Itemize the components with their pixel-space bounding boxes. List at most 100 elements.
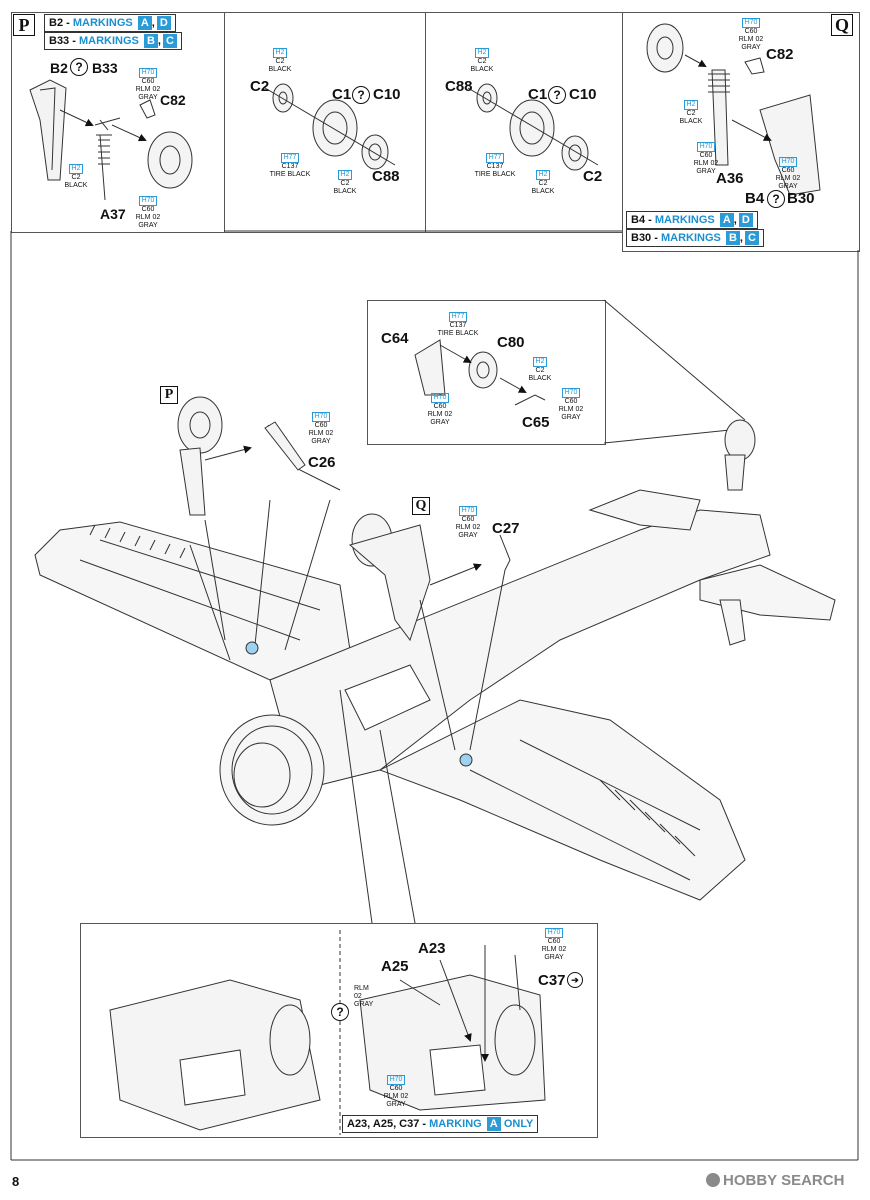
color-callout: H2 C2 BLACK (464, 48, 500, 74)
color-name: RLM 02 GRAY (775, 175, 801, 190)
h-code: H70 (138, 68, 158, 78)
h-code: H70 (138, 196, 158, 206)
h-code: H70 (741, 18, 761, 28)
footer-word: MARKING (429, 1118, 482, 1130)
part-c64: C64 (381, 330, 409, 347)
part-c65: C65 (522, 414, 550, 431)
color-name: RLM 02 GRAY (135, 86, 161, 101)
color-callout: H77 C137 TIRE BLACK (471, 153, 519, 179)
header-word: MARKINGS (78, 35, 139, 47)
page-number: 8 (12, 1174, 20, 1189)
c-code: C60 (141, 78, 155, 85)
color-callout: H70 C60 RLM 02 GRAY (536, 928, 572, 962)
color-callout: H70 C60 RLM 02 GRAY (770, 157, 806, 191)
header-prefix: B4 - (631, 214, 655, 226)
color-name: RLM 02 GRAY (383, 1093, 409, 1108)
question-icon: ? (70, 58, 88, 76)
color-name: RLM 02 GRAY (427, 411, 453, 426)
h-code: H77 (448, 312, 468, 322)
part-b33: B33 (92, 60, 118, 76)
part-c80: C80 (497, 334, 525, 351)
header-word: MARKINGS (654, 214, 715, 226)
marking-header-b2: B2 - MARKINGS A,D (44, 14, 176, 32)
color-callout: H77 C137 TIRE BLACK (266, 153, 314, 179)
color-callout: H70 C60 RLM 02 GRAY (450, 506, 486, 540)
tail-wheel-art (414, 339, 546, 406)
color-name: RLM 02 GRAY (455, 524, 481, 539)
aircraft-art (34, 489, 836, 901)
c-code: C60 (141, 206, 155, 213)
h-code: H70 (386, 1075, 406, 1085)
c-code: C137 (281, 163, 299, 170)
watermark: HOBBY SEARCH (706, 1172, 844, 1189)
part-c1: C1 (332, 86, 352, 103)
color-name: BLACK (333, 188, 357, 195)
color-name: RLM 02 GRAY (541, 946, 567, 961)
marking-box: D (738, 213, 753, 227)
c-code: C60 (564, 398, 578, 405)
c-code: C137 (486, 163, 504, 170)
c-code: C137 (449, 322, 467, 329)
part-b30: B30 (787, 190, 815, 207)
color-name: RLM 02 GRAY (558, 406, 584, 421)
color-callout: H70 C60 RLM 02 GRAY (733, 18, 769, 52)
c-code: C2 (686, 110, 696, 117)
color-name: BLACK (64, 182, 88, 189)
c-code: C2 (340, 180, 350, 187)
c-code: C2 (535, 367, 545, 374)
c-code: C2 (477, 58, 487, 65)
color-name-fragment: GRAY (354, 1001, 374, 1008)
q-strut-art (646, 23, 821, 196)
color-name: BLACK (470, 66, 494, 73)
part-a37: A37 (100, 206, 126, 222)
arrow-circle-icon: ➔ (567, 972, 583, 988)
part-c82: C82 (766, 46, 794, 63)
h-code: H70 (458, 506, 478, 516)
wheel-art-2 (467, 83, 599, 171)
h-code: H70 (311, 412, 331, 422)
c-code: C60 (547, 938, 561, 945)
color-callout: H70 C60 RLM 02 GRAY (688, 142, 724, 176)
h-code: H2 (535, 170, 551, 180)
c-code: C60 (744, 28, 758, 35)
color-name: RLM 02 GRAY (693, 160, 719, 175)
tag-q: Q (831, 14, 853, 36)
part-a25: A25 (381, 958, 409, 975)
color-name: TIRE BLACK (269, 171, 311, 178)
color-callout: H2 C2 BLACK (262, 48, 298, 74)
h-code: H77 (280, 153, 300, 163)
color-name: RLM 02 GRAY (135, 214, 161, 229)
color-name: TIRE BLACK (437, 330, 479, 337)
h-code: H2 (272, 48, 288, 58)
part-c10: C10 (569, 86, 597, 103)
h-code: H77 (485, 153, 505, 163)
watermark-logo-icon (706, 1173, 720, 1187)
footer-suffix: ONLY (503, 1118, 534, 1130)
marking-header-b33: B33 - MARKINGS B,C (44, 32, 182, 50)
watermark-text: HOBBY SEARCH (723, 1172, 845, 1189)
color-callout: H70 C60 RLM 02 GRAY (130, 196, 166, 230)
color-name-fragment: RLM 02 (354, 985, 369, 1000)
tag-p: P (13, 14, 35, 36)
color-callout: H70 C60 RLM 02 GRAY (422, 393, 458, 427)
c-code: C2 (71, 174, 81, 181)
part-c2: C2 (583, 168, 603, 185)
header-prefix: B33 - (49, 35, 79, 47)
marking-box: B (143, 34, 158, 48)
h-code: H70 (561, 388, 581, 398)
color-callout: H2 C2 BLACK (327, 170, 363, 196)
color-name: RLM 02 GRAY (308, 430, 334, 445)
part-c88: C88 (372, 168, 400, 185)
part-c82: C82 (160, 92, 186, 108)
color-name: RLM 02 GRAY (738, 36, 764, 51)
header-prefix: B30 - (631, 232, 661, 244)
h-code: H2 (68, 164, 84, 174)
color-name: BLACK (679, 118, 703, 125)
color-callout: H2 C2 BLACK (673, 100, 709, 126)
question-icon: ? (352, 86, 370, 104)
c-code: C60 (433, 403, 447, 410)
h-code: H2 (683, 100, 699, 110)
c-code: C60 (314, 422, 328, 429)
main-gear-art (177, 396, 511, 767)
